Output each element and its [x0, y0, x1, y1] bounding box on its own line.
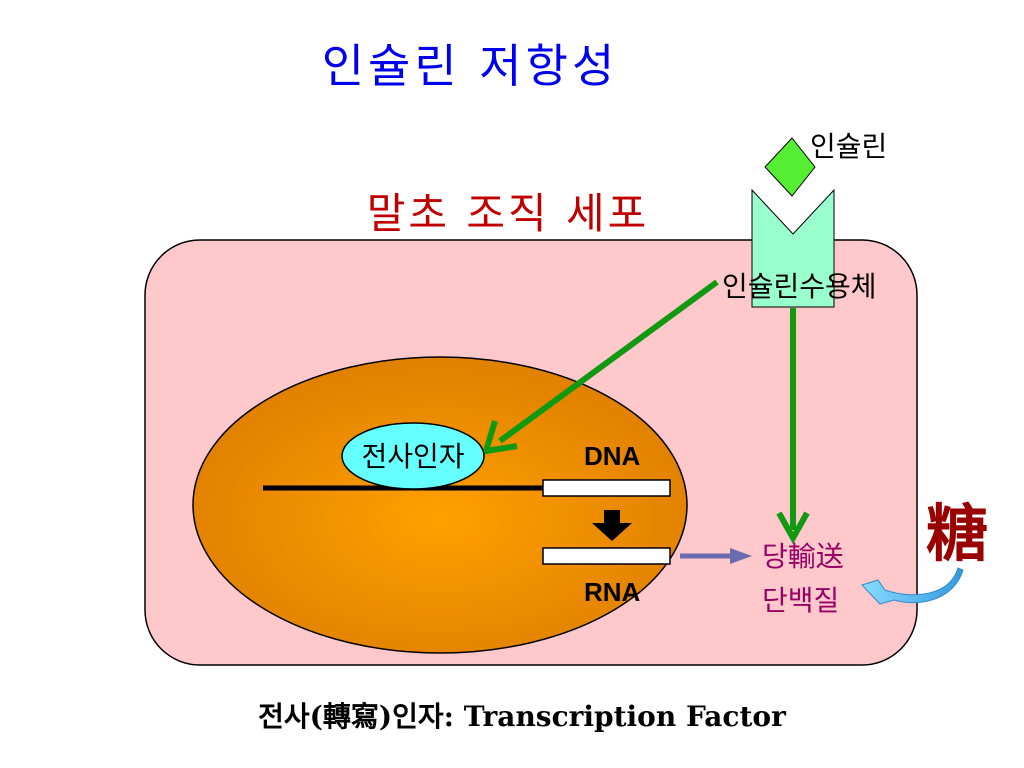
- cell-label: 말초 조직 세포: [367, 189, 650, 238]
- dna-gene-box: [542, 479, 671, 497]
- insulin-diamond-icon: [764, 137, 816, 197]
- signal-arrowhead-transport: [776, 511, 810, 545]
- insulin-label: 인슐린: [810, 131, 887, 162]
- rna-to-protein-arrowhead: [730, 548, 752, 564]
- receptor-label: 인슐린수용체: [722, 271, 877, 302]
- sugar-character: 糖: [926, 497, 988, 570]
- transport-protein-label-line2: 단백질: [762, 585, 839, 616]
- transcription-factor: [341, 422, 485, 490]
- transport-protein-label-line1: 당輸送: [762, 541, 844, 572]
- insulin-receptor: [751, 188, 835, 308]
- rna-box: [542, 547, 671, 565]
- transcription-factor-label: 전사인자: [361, 441, 464, 472]
- sugar-uptake-arrow-icon: [861, 567, 964, 605]
- page-title: 인슐린 저항성: [322, 39, 619, 93]
- dna-label: DNA: [584, 441, 641, 471]
- signal-arrow-to-transcription-factor: [498, 279, 719, 444]
- signal-arrowhead-tf: [481, 420, 518, 455]
- transcription-down-arrow-icon: [592, 510, 632, 541]
- rna-label: RNA: [584, 577, 641, 607]
- caption: 전사(轉寫)인자: Transcription Factor: [258, 700, 787, 733]
- nucleus: [192, 356, 688, 654]
